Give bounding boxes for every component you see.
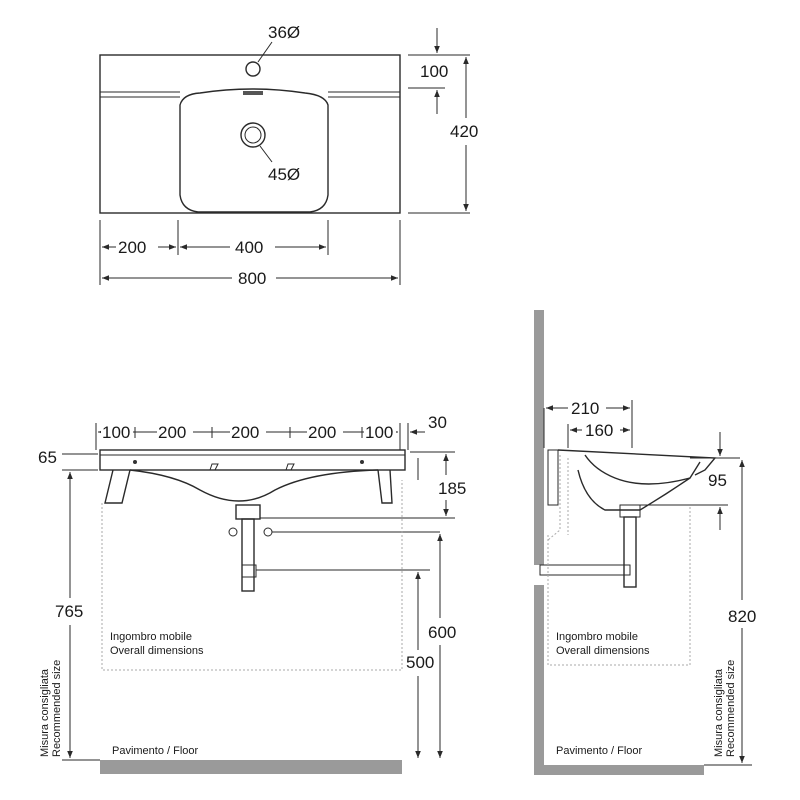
spacing-1: 100 <box>102 423 130 442</box>
side-recommended-label-it: Misura consigliata <box>713 668 725 757</box>
bowl-profile-front <box>129 469 379 502</box>
side-furniture-label-en: Overall dimensions <box>556 645 650 657</box>
wall-lower <box>534 585 544 775</box>
tap-hole <box>245 61 261 77</box>
spacing-2: 200 <box>158 423 186 442</box>
bowl-height-label: 185 <box>438 479 466 498</box>
bowl-outline-top <box>179 88 329 213</box>
bowl-depth-label: 95 <box>708 471 727 490</box>
side-overhang-label: 30 <box>428 413 447 432</box>
rim-thickness-label: 65 <box>38 448 57 467</box>
floor-label-side: Pavimento / Floor <box>556 745 643 757</box>
back-depth-label: 100 <box>420 62 448 81</box>
side-recommended-label-en: Recommended size <box>725 660 737 757</box>
waste-height-label: 600 <box>428 623 456 642</box>
total-width-label: 800 <box>238 269 266 288</box>
recommended-label-en: Recommended size <box>51 660 63 757</box>
valve-left <box>228 527 238 537</box>
furniture-label-it: Ingombro mobile <box>110 631 192 643</box>
drain-hole-label: 45Ø <box>268 165 300 184</box>
furniture-outline-front <box>101 480 403 671</box>
valve-right <box>263 527 273 537</box>
furniture-outline-side <box>547 505 691 666</box>
waste-pipe <box>241 518 255 592</box>
front-view: 100 200 200 200 100 30 65 765 <box>38 413 466 774</box>
bowl-profile-side <box>584 454 701 485</box>
total-height-label: 820 <box>728 607 756 626</box>
trap-height-label: 500 <box>406 653 434 672</box>
tap-hole-label: 36Ø <box>268 23 300 42</box>
basin-height-label: 765 <box>55 602 83 621</box>
recommended-label-it: Misura consigliata <box>39 668 51 757</box>
side-furniture-label-it: Ingombro mobile <box>556 631 638 643</box>
furniture-label-en: Overall dimensions <box>110 645 204 657</box>
basin-outline-top <box>99 54 401 214</box>
total-depth-label: 420 <box>450 122 478 141</box>
floor-front <box>100 760 402 774</box>
drain-hole <box>240 122 266 148</box>
wall-upper <box>534 310 544 565</box>
depth-outer-label: 210 <box>571 399 599 418</box>
bowl-width-label: 400 <box>235 238 263 257</box>
floor-side <box>534 765 704 775</box>
waste-pipe-side <box>623 516 637 588</box>
floor-label-front: Pavimento / Floor <box>112 745 199 757</box>
side-view: 210 160 95 820 Ingombro mobile Overall d… <box>534 310 756 775</box>
spacing-5: 100 <box>365 423 393 442</box>
spacing-3: 200 <box>231 423 259 442</box>
top-view: 36Ø 45Ø 100 420 200 400 800 <box>99 23 478 288</box>
left-offset-label: 200 <box>118 238 146 257</box>
countertop-front <box>99 449 406 471</box>
depth-inner-label: 160 <box>585 421 613 440</box>
trap-connector <box>539 564 631 576</box>
spacing-4: 200 <box>308 423 336 442</box>
